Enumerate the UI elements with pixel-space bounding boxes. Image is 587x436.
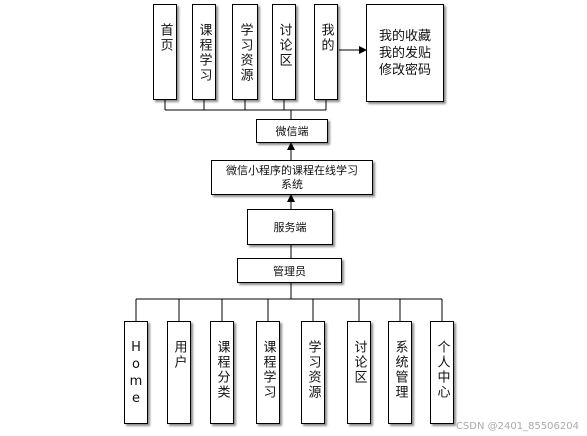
node-system: 微信小程序的课程在线学习系统 xyxy=(211,160,373,195)
node-label: 讨论区 xyxy=(276,23,292,68)
node-mine-details: 我的收藏 我的发贴 修改密码 xyxy=(366,4,444,102)
node-system-management: 系统管理 xyxy=(388,321,412,424)
node-label: 用户 xyxy=(171,340,187,370)
node-home-page: 首页 xyxy=(153,4,177,100)
node-server: 服务端 xyxy=(247,209,333,245)
node-label: 服务端 xyxy=(273,221,307,234)
node-home: Home xyxy=(124,321,148,424)
node-users: 用户 xyxy=(167,321,191,424)
node-learning-resources: 学习资源 xyxy=(232,4,258,100)
node-label: 课程学习 xyxy=(196,23,212,83)
node-personal-center: 个人中心 xyxy=(430,321,454,424)
node-label: 微信小程序的课程在线学习系统 xyxy=(226,163,358,191)
node-label: 首页 xyxy=(157,23,173,53)
node-label: 微信端 xyxy=(275,125,309,138)
node-discussion: 讨论区 xyxy=(272,4,296,100)
node-label: 讨论区 xyxy=(351,340,367,385)
node-admin: 管理员 xyxy=(237,258,342,283)
node-course-category: 课程分类 xyxy=(210,321,234,424)
node-label: 管理员 xyxy=(273,264,306,278)
detail-my-posts: 我的发贴 xyxy=(378,45,431,61)
node-label: 我的 xyxy=(318,23,334,53)
node-mine: 我的 xyxy=(314,4,338,100)
node-course-study: 课程学习 xyxy=(192,4,216,100)
node-label: 个人中心 xyxy=(434,340,450,400)
node-label: 系统管理 xyxy=(392,340,408,400)
watermark: CSDN @2401_85506204 xyxy=(455,421,579,432)
node-label: 课程学习 xyxy=(260,340,276,400)
node-discussion-admin: 讨论区 xyxy=(347,321,371,424)
detail-favorites: 我的收藏 xyxy=(378,28,431,44)
node-label: Home xyxy=(128,340,144,408)
node-label: 学习资源 xyxy=(237,23,253,83)
node-label: 课程分类 xyxy=(214,340,230,400)
node-label: 学习资源 xyxy=(305,340,321,400)
detail-change-password: 修改密码 xyxy=(378,62,431,78)
node-course-study-admin: 课程学习 xyxy=(256,321,280,424)
node-learning-resources-admin: 学习资源 xyxy=(301,321,325,424)
node-wechat-client: 微信端 xyxy=(256,119,328,143)
